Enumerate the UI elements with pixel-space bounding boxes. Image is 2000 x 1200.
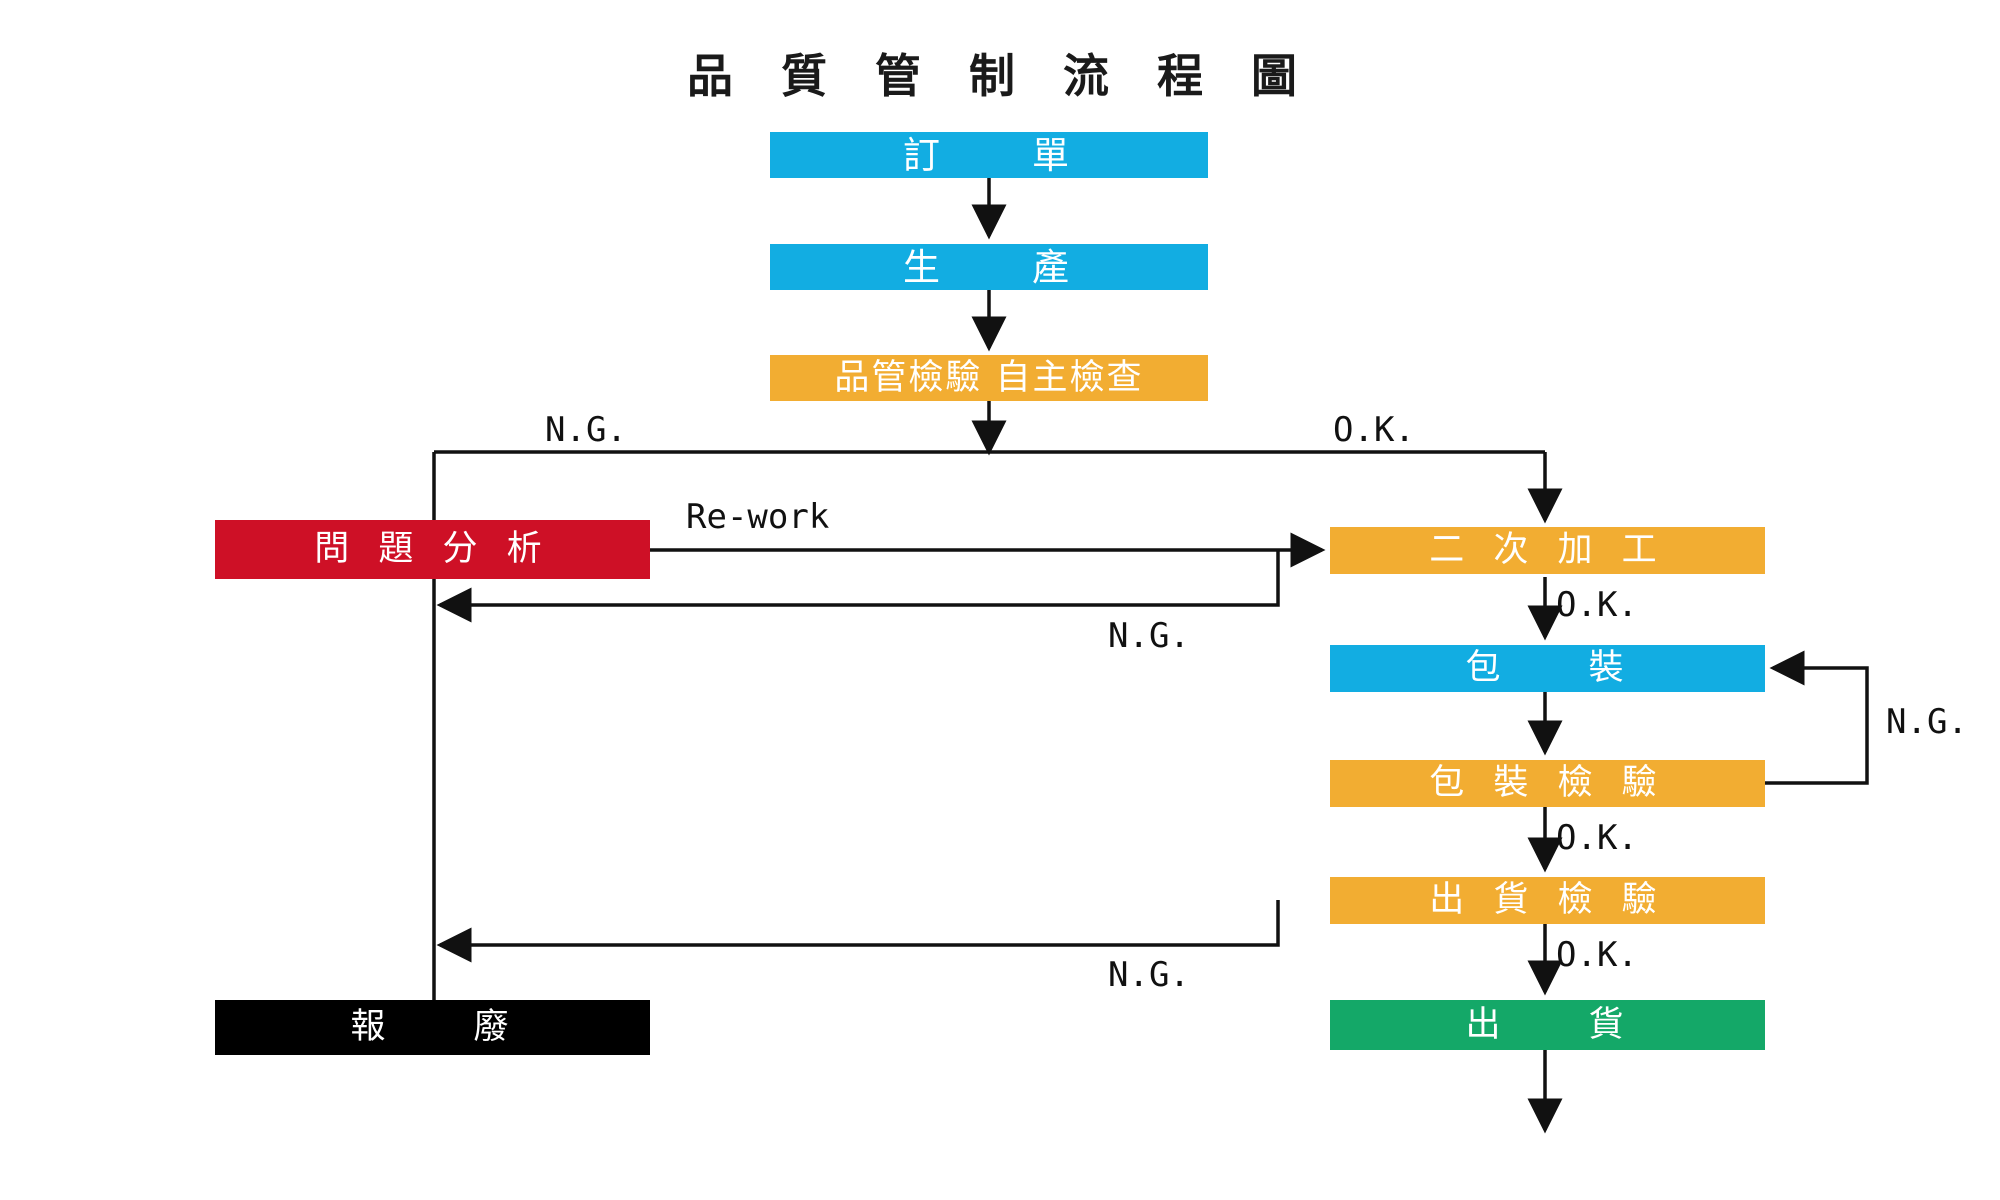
node-packaging-inspection[interactable]: 包 裝 檢 驗 (1330, 760, 1765, 807)
edge-label-qc-ok: O.K. (1333, 410, 1415, 450)
edge-packaging-ng (1765, 650, 1869, 785)
node-qc-inspection-label: 品管檢驗 自主檢查 (834, 357, 1144, 398)
edge-label-shipping-inspection-ok-text: O.K. (1556, 935, 1638, 975)
page-title: 品 質 管 制 流 程 圖 (686, 49, 1314, 103)
node-shipping-inspection[interactable]: 出 貨 檢 驗 (1330, 877, 1765, 924)
node-production-label: 生 產 (903, 245, 1075, 289)
node-secondary-processing[interactable]: 二 次 加 工 (1330, 527, 1765, 574)
edge-label-qc-ok-text: O.K. (1333, 410, 1415, 450)
node-packaging-inspection-label: 包 裝 檢 驗 (1429, 763, 1666, 803)
edge-label-secondary-ok: O.K. (1556, 585, 1638, 625)
edge-label-packaging-inspection-ok-text: O.K. (1556, 818, 1638, 858)
node-qc-inspection[interactable]: 品管檢驗 自主檢查 (770, 355, 1208, 401)
node-problem-analysis[interactable]: 問 題 分 析 (215, 520, 650, 579)
edge-label-secondary-ok-text: O.K. (1556, 585, 1638, 625)
node-order-label: 訂 單 (903, 133, 1075, 177)
edge-label-packaging-inspection-ng: N.G. (1886, 702, 1968, 742)
node-scrap[interactable]: 報 廢 (215, 1000, 650, 1055)
node-packaging-label: 包 裝 (1465, 648, 1630, 688)
node-problem-analysis-label: 問 題 分 析 (314, 529, 551, 569)
edge-label-shipping-inspection-ok: O.K. (1556, 935, 1638, 975)
node-shipping[interactable]: 出 貨 (1330, 1000, 1765, 1050)
edge-label-qc-ng-text: N.G. (545, 410, 627, 450)
node-order[interactable]: 訂 單 (770, 132, 1208, 178)
edge-label-rework-text: Re-work (686, 497, 830, 537)
edge-label-shipping-inspection-ng-text: N.G. (1108, 955, 1190, 995)
edge-label-secondary-ng: N.G. (1108, 616, 1190, 656)
edge-label-shipping-inspection-ng: N.G. (1108, 955, 1190, 995)
node-secondary-processing-label: 二 次 加 工 (1429, 530, 1666, 570)
node-production[interactable]: 生 產 (770, 244, 1208, 290)
node-shipping-label: 出 貨 (1465, 1004, 1630, 1045)
edge-label-packaging-inspection-ng-text: N.G. (1886, 702, 1968, 742)
node-packaging[interactable]: 包 裝 (1330, 645, 1765, 692)
edge-shipinsp-ng (436, 900, 1280, 963)
edge-label-qc-ng: N.G. (545, 410, 627, 450)
edge-label-packaging-inspection-ok: O.K. (1556, 818, 1638, 858)
edge-label-rework: Re-work (686, 497, 829, 537)
node-shipping-inspection-label: 出 貨 檢 驗 (1429, 880, 1666, 920)
node-scrap-label: 報 廢 (350, 1007, 515, 1047)
edge-label-secondary-ng-text: N.G. (1108, 616, 1190, 656)
